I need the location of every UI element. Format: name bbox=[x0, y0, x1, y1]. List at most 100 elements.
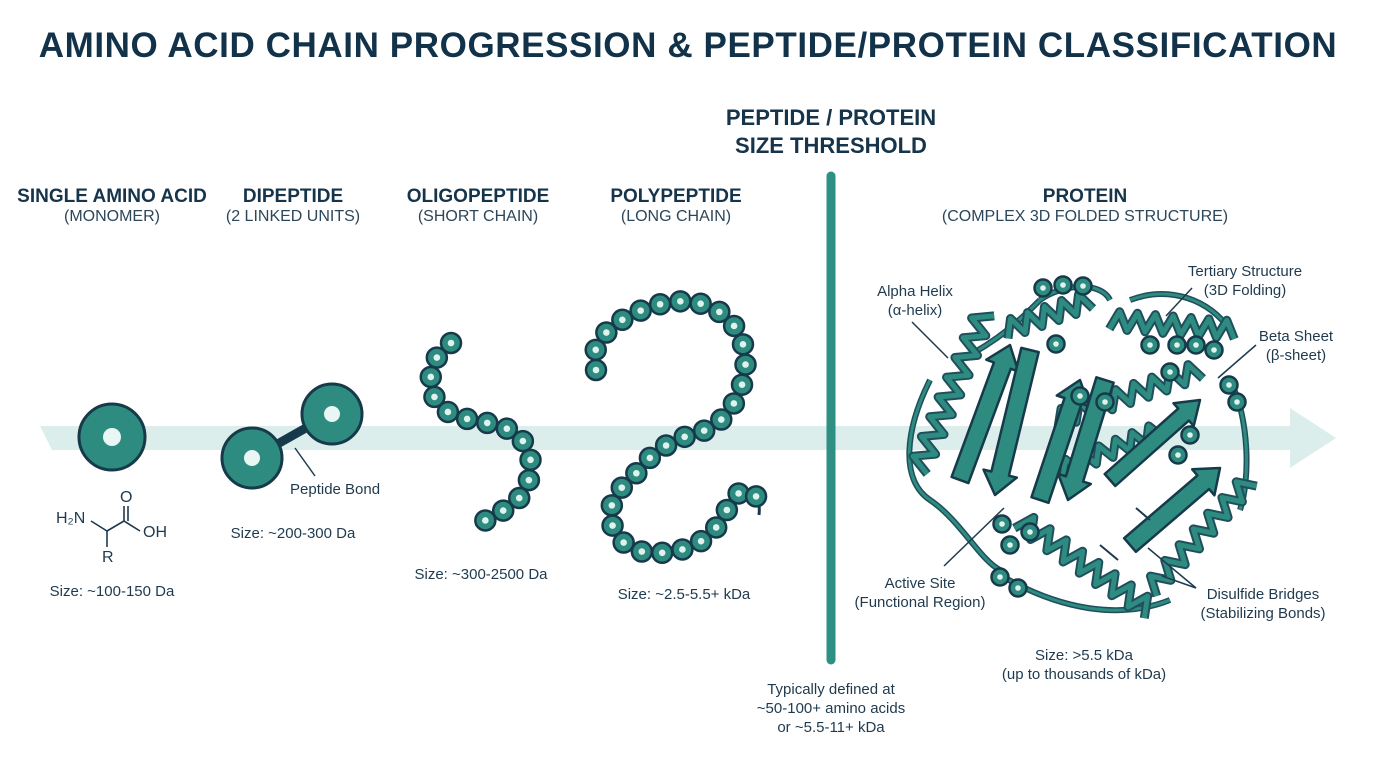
amino-acid-bead bbox=[455, 407, 479, 431]
annotation-title: Alpha Helix bbox=[877, 283, 953, 300]
amino-acid-bead bbox=[595, 321, 618, 344]
amino-acid-bead bbox=[474, 509, 497, 532]
polypeptide-chain bbox=[584, 290, 768, 565]
stage-title: OLIGOPEPTIDE bbox=[406, 186, 550, 207]
amino-acid-bead bbox=[611, 308, 634, 332]
diagram-title: AMINO ACID CHAIN PROGRESSION & PEPTIDE/P… bbox=[38, 26, 1338, 65]
formula-amine: H₂N bbox=[56, 510, 86, 527]
annotation-subtitle: (3D Folding) bbox=[1203, 282, 1287, 299]
stage-subtitle: (COMPLEX 3D FOLDED STRUCTURE) bbox=[941, 208, 1229, 225]
annotation-subtitle: (α-helix) bbox=[887, 302, 943, 319]
amino-acid-bead bbox=[630, 540, 654, 563]
stage-title: POLYPEPTIDE bbox=[610, 186, 742, 207]
annotation-active-site: Active Site (Functional Region) bbox=[845, 574, 995, 612]
annotation-subtitle: (β-sheet) bbox=[1265, 347, 1327, 364]
amino-acid-bead bbox=[1204, 340, 1224, 360]
stage-title: PROTEIN bbox=[1042, 186, 1128, 207]
amino-acid-bead bbox=[710, 408, 733, 431]
annotation-leaders bbox=[911, 287, 1257, 589]
alpha-helix bbox=[1148, 479, 1258, 597]
amino-acid-bead bbox=[601, 514, 624, 537]
stage-subtitle: (LONG CHAIN) bbox=[620, 208, 732, 225]
amino-acid-bead bbox=[600, 494, 624, 517]
stage-polypeptide: POLYPEPTIDE (LONG CHAIN) bbox=[576, 186, 776, 226]
amino-acid-bead bbox=[625, 461, 648, 485]
amino-acid-bead bbox=[629, 299, 652, 322]
amino-acid-bead bbox=[671, 538, 694, 561]
amino-acid-bead bbox=[1053, 275, 1073, 295]
stage-subtitle: (SHORT CHAIN) bbox=[417, 208, 539, 225]
alpha-helix bbox=[1013, 514, 1151, 619]
alpha-helix bbox=[1005, 292, 1095, 339]
amino-acid-bead bbox=[715, 498, 739, 522]
size-dipeptide: Size: ~200-300 Da bbox=[230, 525, 356, 542]
amino-acid-bead bbox=[1033, 278, 1053, 298]
amino-acid-bead bbox=[730, 373, 754, 396]
size-protein: Size: >5.5 kDa (up to thousands of kDa) bbox=[984, 646, 1184, 684]
amino-acid-bead bbox=[491, 499, 515, 522]
amino-acid-bead bbox=[1073, 276, 1093, 296]
amino-acid-bead bbox=[475, 411, 499, 435]
size-oligopeptide: Size: ~300-2500 Da bbox=[414, 566, 548, 583]
amino-acid-bead bbox=[425, 346, 449, 369]
amino-acid-bead bbox=[654, 434, 678, 457]
stage-dipeptide: DIPEPTIDE (2 LINKED UNITS) bbox=[193, 186, 393, 226]
annotation-alpha-helix: Alpha Helix (α-helix) bbox=[855, 282, 975, 320]
threshold-heading-line2: SIZE THRESHOLD bbox=[735, 133, 927, 158]
amino-acid-bead bbox=[689, 292, 712, 315]
amino-acid-bead bbox=[1095, 392, 1115, 412]
annotation-title: Tertiary Structure bbox=[1187, 263, 1303, 280]
amino-acid-bead bbox=[517, 468, 541, 492]
amino-acid-bead bbox=[511, 429, 535, 453]
amino-acid-bead bbox=[584, 358, 608, 382]
stage-title: SINGLE AMINO ACID bbox=[17, 186, 207, 207]
formula-r-group: R bbox=[102, 549, 114, 566]
annotation-subtitle: (Functional Region) bbox=[854, 594, 986, 611]
threshold-note-line3: or ~5.5-11+ kDa bbox=[777, 719, 885, 736]
amino-acid-bead bbox=[1227, 392, 1247, 412]
amino-acid-bead bbox=[1186, 335, 1206, 355]
size-protein-line2: (up to thousands of kDa) bbox=[1001, 666, 1167, 683]
threshold-note-line1: Typically defined at bbox=[767, 681, 895, 698]
amino-acid-bead bbox=[990, 567, 1010, 587]
amino-acid-bead bbox=[1219, 375, 1239, 395]
oligopeptide-chain bbox=[419, 331, 542, 532]
amino-acid-bead bbox=[992, 514, 1012, 534]
threshold-heading-line1: PEPTIDE / PROTEIN bbox=[725, 105, 937, 130]
amino-acid-bead bbox=[722, 392, 746, 415]
stage-title: DIPEPTIDE bbox=[242, 186, 344, 207]
amino-acid-bead bbox=[584, 338, 607, 362]
stage-subtitle: (2 LINKED UNITS) bbox=[225, 208, 361, 225]
stage-subtitle: (MONOMER) bbox=[64, 208, 160, 225]
amino-acid-bead bbox=[419, 365, 443, 389]
alpha-helix bbox=[910, 313, 995, 476]
amino-acid-bead bbox=[704, 516, 728, 539]
amino-acid-bead bbox=[731, 333, 755, 356]
threshold-heading: PEPTIDE / PROTEIN SIZE THRESHOLD bbox=[681, 104, 981, 160]
amino-acid-bead bbox=[722, 314, 746, 338]
formula-hydroxyl: OH bbox=[143, 524, 167, 541]
amino-acid-bead bbox=[436, 400, 460, 424]
annotation-disulfide-bridges: Disulfide Bridges (Stabilizing Bonds) bbox=[1190, 585, 1336, 623]
size-single-amino-acid: Size: ~100-150 Da bbox=[49, 583, 175, 600]
amino-acid-bead bbox=[439, 331, 463, 355]
amino-acid-formula bbox=[90, 506, 141, 547]
protein-structure bbox=[906, 275, 1258, 619]
beta-strand bbox=[1122, 466, 1222, 554]
amino-acid-bead bbox=[648, 293, 672, 316]
amino-acid-bead bbox=[1140, 335, 1160, 355]
stage-protein: PROTEIN (COMPLEX 3D FOLDED STRUCTURE) bbox=[935, 186, 1235, 226]
amino-acid-bead bbox=[1008, 578, 1028, 598]
peptide-bond-label: Peptide Bond bbox=[290, 481, 381, 498]
threshold-note: Typically defined at ~50-100+ amino acid… bbox=[711, 680, 951, 737]
amino-acid-bead bbox=[1167, 335, 1187, 355]
amino-acid-bead bbox=[1020, 522, 1040, 542]
threshold-note-line2: ~50-100+ amino acids bbox=[756, 700, 906, 717]
amino-acid-bead bbox=[708, 300, 731, 324]
amino-acid-bead bbox=[1160, 362, 1180, 382]
size-protein-line1: Size: >5.5 kDa bbox=[1035, 647, 1133, 664]
amino-acid-bead bbox=[423, 385, 446, 409]
amino-acid-bead bbox=[650, 541, 674, 565]
